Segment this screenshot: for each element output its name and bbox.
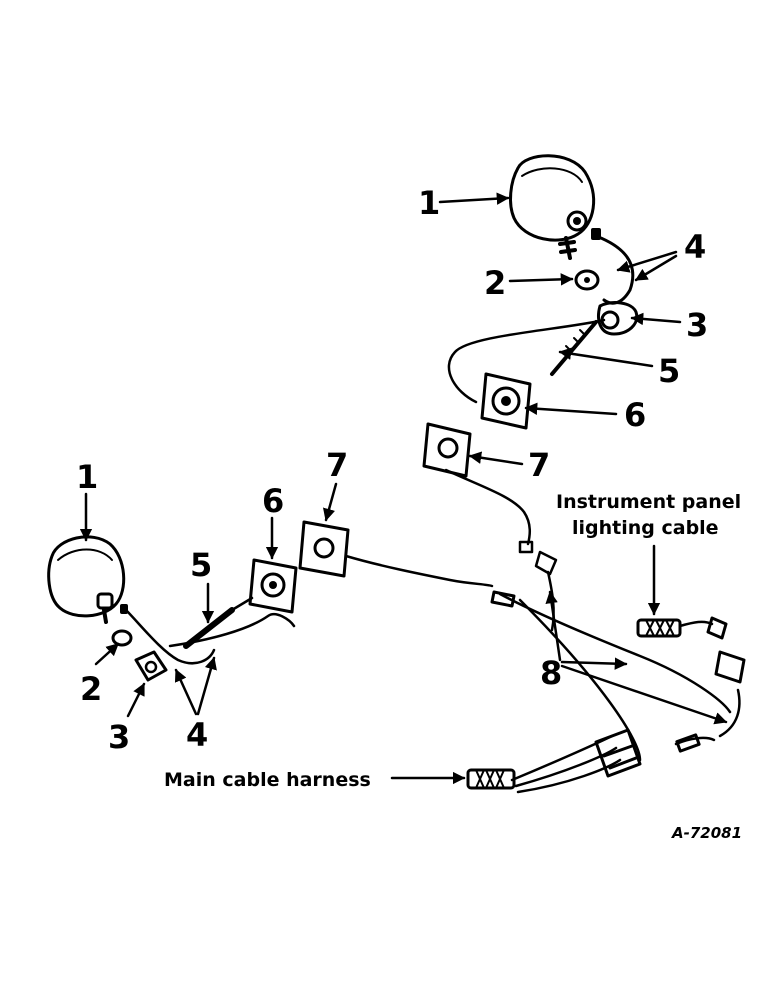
- left-mounting-plate: [298, 520, 350, 578]
- callout-left-lamp: 1: [76, 458, 98, 496]
- right-switch: [480, 372, 532, 430]
- instrument-cable-label-line2: lighting cable: [572, 517, 719, 539]
- main-cable-harness: [466, 768, 516, 790]
- instrument-cable-label-line1: Instrument panel: [556, 491, 741, 513]
- callout-right-plate: 7: [528, 446, 550, 484]
- instrument-panel-cable: [636, 618, 714, 638]
- callout-right-switch: 6: [624, 396, 646, 434]
- right-wing-nut: [574, 269, 600, 291]
- callout-left-wires: 4: [186, 716, 208, 754]
- left-lamp: [47, 535, 126, 624]
- left-switch: [248, 558, 298, 614]
- right-mounting-plate: [422, 422, 472, 478]
- callout-right-lamp: 1: [418, 184, 440, 222]
- callout-left-nut: 2: [80, 670, 102, 708]
- callout-left-switch: 6: [262, 482, 284, 520]
- callout-right-clamp: 3: [686, 306, 708, 344]
- callout-right-fuse: 5: [658, 352, 680, 390]
- drawing-number: A-72081: [671, 824, 742, 842]
- leader-lines: [79, 192, 728, 785]
- right-lamp: [509, 154, 596, 260]
- callout-right-nut: 2: [484, 264, 506, 302]
- callout-left-fuse: 5: [190, 546, 212, 584]
- callout-left-clamp: 3: [108, 718, 130, 756]
- left-wing-nut: [111, 629, 133, 647]
- callout-left-plate: 7: [326, 446, 348, 484]
- left-clamp: [134, 650, 168, 682]
- main-harness-label: Main cable harness: [164, 769, 371, 791]
- right-clamp: [597, 301, 639, 336]
- right-switch-wire: [444, 468, 558, 576]
- right-fuse-holder: [550, 320, 598, 376]
- callout-right-wires: 4: [684, 228, 706, 266]
- left-fuse-holder: [183, 596, 254, 649]
- callout-connectors: 8: [540, 654, 562, 692]
